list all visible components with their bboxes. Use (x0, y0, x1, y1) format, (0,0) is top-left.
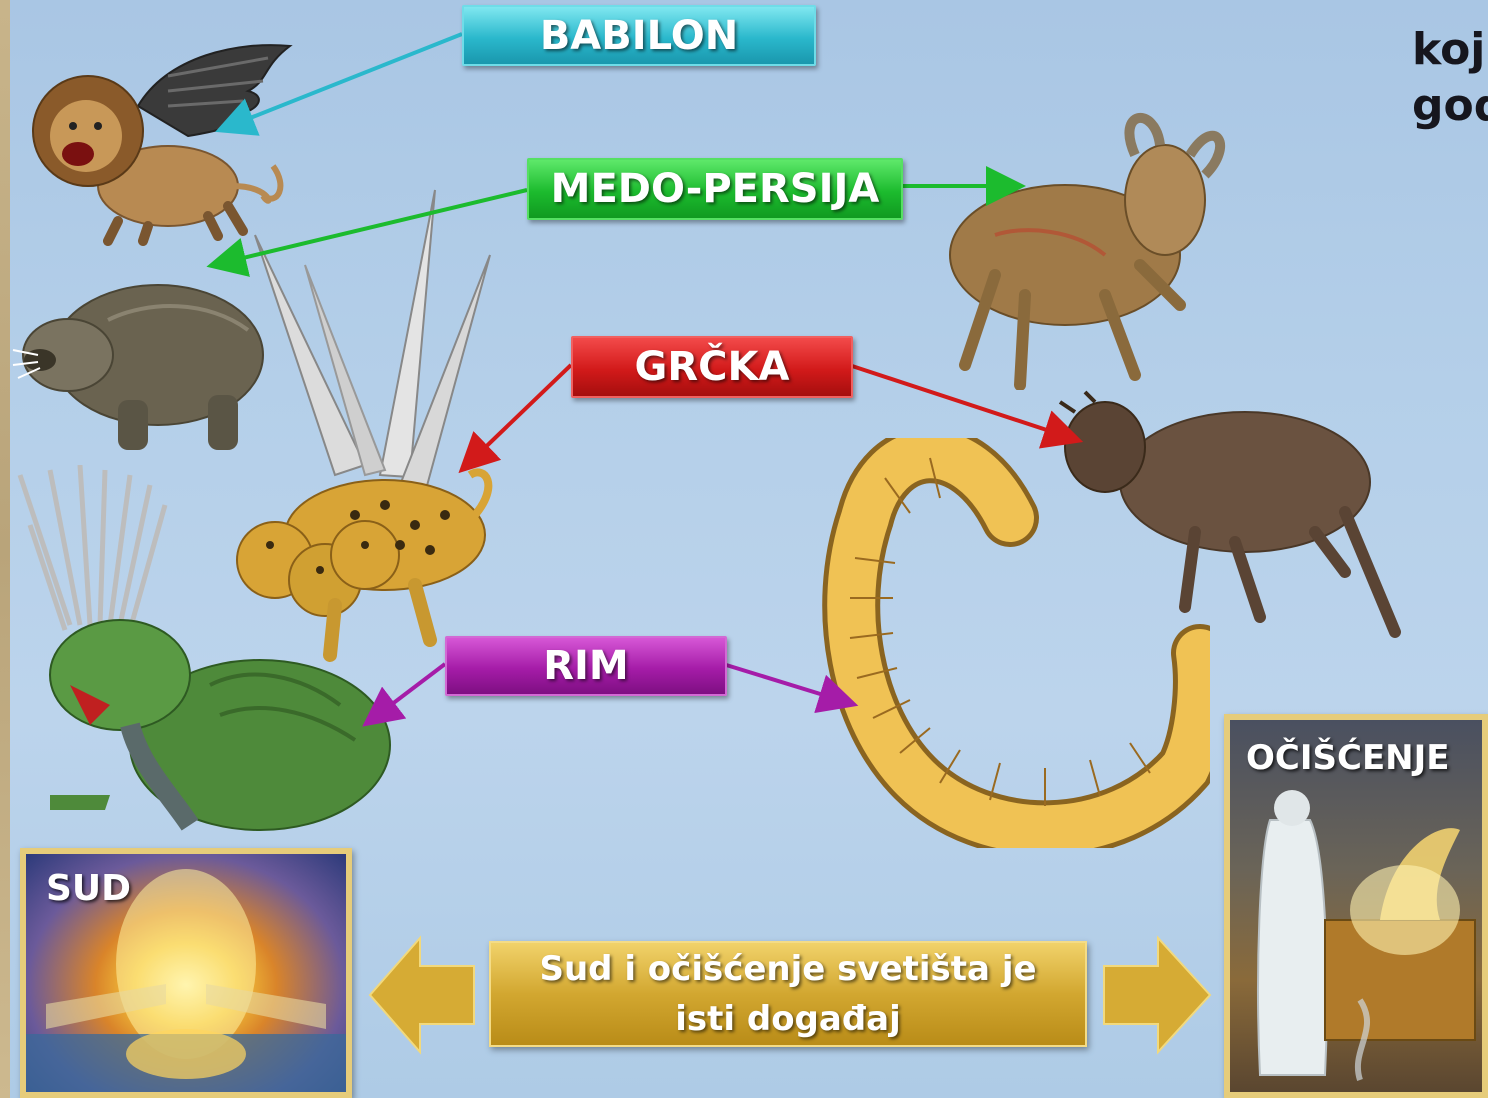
label-grcka: GRČKA (571, 336, 853, 398)
ociscenje-title: OČIŠĆENJE (1246, 738, 1450, 778)
label-rim: RIM (445, 636, 727, 696)
arrow-rim-horn (723, 664, 843, 701)
gold-left-arrow-icon (370, 938, 474, 1052)
label-babilon: BABILON (462, 5, 816, 66)
central-statement: Sud i očišćenje svetišta je isti događaj (489, 941, 1087, 1047)
arrow-rim-beast (375, 664, 445, 717)
arrow-grcka-leopard (470, 365, 571, 462)
arrow-babilon-lion (230, 34, 462, 126)
sud-picture: SUD (26, 854, 346, 1092)
label-medo-persija: MEDO-PERSIJA (527, 158, 903, 220)
cropped-text: koj god (1412, 22, 1488, 134)
sud-title: SUD (46, 868, 131, 909)
arrow-medo-bear (222, 190, 527, 263)
arrow-grcka-goat (849, 365, 1068, 437)
ociscenje-picture-frame: OČIŠĆENJE (1224, 714, 1488, 1098)
gold-right-arrow-icon (1104, 938, 1210, 1052)
cropped-line-2: god (1412, 78, 1488, 134)
cropped-line-1: koj (1412, 22, 1488, 78)
sud-picture-frame: SUD (20, 848, 352, 1098)
central-statement-text: Sud i očišćenje svetišta je isti događaj (518, 944, 1058, 1044)
ociscenje-picture: OČIŠĆENJE (1230, 720, 1482, 1092)
